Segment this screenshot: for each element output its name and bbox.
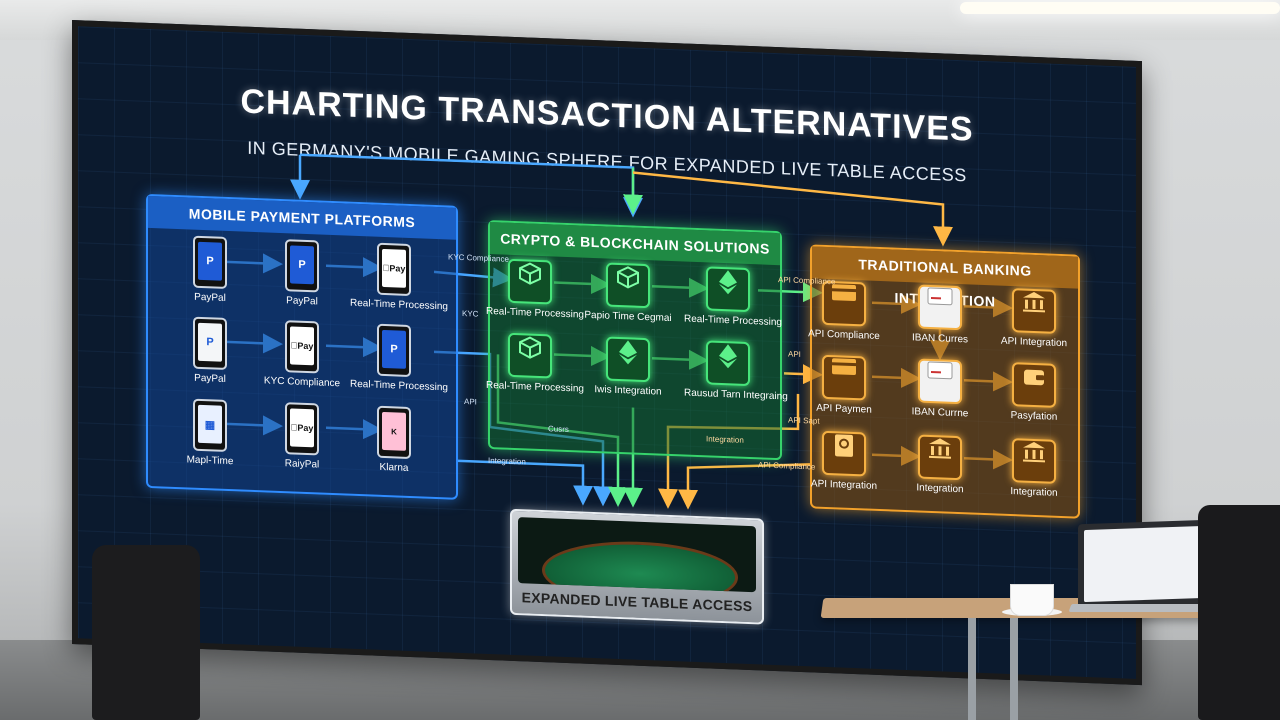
live-table-preview <box>518 517 756 593</box>
bank-icon <box>1012 438 1056 484</box>
card-icon <box>822 280 866 327</box>
coffee-mug-icon <box>1010 584 1054 616</box>
desk-leg <box>1010 618 1018 720</box>
wallet-icon <box>1012 362 1056 408</box>
mobile-node-3-2[interactable]: Pay RaiyPal <box>258 401 346 471</box>
banking-node-2-2[interactable]: IBAN Currne <box>896 358 984 420</box>
mobile-node-3-1[interactable]: ▦ Mapl-Time <box>166 398 254 468</box>
blockchain-cube-icon <box>606 262 650 309</box>
crypto-node-1-3[interactable]: Real-Time Processing <box>684 266 782 328</box>
connector-label: API <box>788 349 801 360</box>
banking-node-3-1[interactable]: API Integration <box>800 430 888 492</box>
mobile-node-1-1[interactable]: P PayPal <box>166 235 254 305</box>
mobile-node-2-3[interactable]: P Real-Time Processing <box>350 323 448 393</box>
bank-icon <box>1012 288 1056 334</box>
connector-label: Cusrs <box>548 424 569 435</box>
desk-leg <box>968 618 976 720</box>
paypal-app-icon: P <box>193 235 227 289</box>
top-link-orange <box>632 171 953 247</box>
apple-pay-icon: Pay <box>285 320 319 374</box>
banking-node-1-1[interactable]: API Compliance <box>800 280 888 342</box>
banking-node-2-1[interactable]: API Paymen <box>800 354 888 416</box>
blockchain-cube-icon <box>508 258 552 305</box>
wall-display: CHARTING TRANSACTION ALTERNATIVES IN GER… <box>72 20 1142 686</box>
ethereum-icon <box>706 340 750 387</box>
banking-node-3-3[interactable]: Integration <box>990 437 1078 499</box>
connector-label: KYC <box>462 308 479 319</box>
passport-icon <box>822 430 866 477</box>
card-icon <box>918 358 962 405</box>
poker-table-felt <box>542 538 738 593</box>
bank-icon <box>918 434 962 481</box>
mobile-node-1-3[interactable]: Pay Real-Time Processing <box>350 242 448 312</box>
laptop-screen <box>1078 519 1210 609</box>
card-icon <box>822 354 866 401</box>
ceiling-light <box>960 2 1280 14</box>
crypto-node-2-3[interactable]: Rausud Tarn Integraing <box>684 340 788 402</box>
paypal-app-icon: P <box>193 316 227 370</box>
connector-label: Integration <box>706 434 744 445</box>
crypto-node-2-1[interactable]: Real-Time Processing <box>486 332 584 395</box>
connector-label: Integration <box>488 455 526 467</box>
office-chair-right <box>1198 505 1280 720</box>
office-chair-left <box>92 545 200 720</box>
banking-node-2-3[interactable]: Pasyfation <box>990 361 1078 423</box>
ethereum-icon <box>606 336 650 383</box>
banking-node-1-2[interactable]: IBAN Curres <box>896 284 984 346</box>
connector-label: API <box>464 397 477 407</box>
mobile-node-2-2[interactable]: Pay KYC Compliance <box>258 319 346 389</box>
apple-pay-icon: Pay <box>377 242 411 297</box>
paypal-app-icon: P <box>285 239 319 293</box>
mobile-node-1-2[interactable]: P PayPal <box>258 238 346 308</box>
connector-label: API Sapt <box>788 415 820 426</box>
paypal-app-icon: P <box>377 323 411 378</box>
crypto-node-2-2[interactable]: Iwis Integration <box>584 336 672 398</box>
crypto-node-1-2[interactable]: Papio Time Cegmai <box>584 262 672 324</box>
banking-node-1-3[interactable]: API Integration <box>990 287 1078 349</box>
apple-pay-icon: Pay <box>285 402 319 456</box>
mobile-node-2-1[interactable]: P PayPal <box>166 316 254 386</box>
card-icon <box>918 284 962 331</box>
ethereum-icon <box>706 266 750 313</box>
banking-app-icon: ▦ <box>193 398 227 452</box>
live-table-label: EXPANDED LIVE TABLE ACCESS <box>521 589 753 615</box>
blockchain-cube-icon <box>508 332 552 379</box>
mobile-node-3-3[interactable]: K Klarna <box>350 405 438 475</box>
banking-node-3-2[interactable]: Integration <box>896 434 984 496</box>
live-table-card[interactable]: EXPANDED LIVE TABLE ACCESS <box>510 508 764 625</box>
crypto-node-1-1[interactable]: Real-Time Processing <box>486 258 584 321</box>
klarna-app-icon: K <box>377 405 411 460</box>
